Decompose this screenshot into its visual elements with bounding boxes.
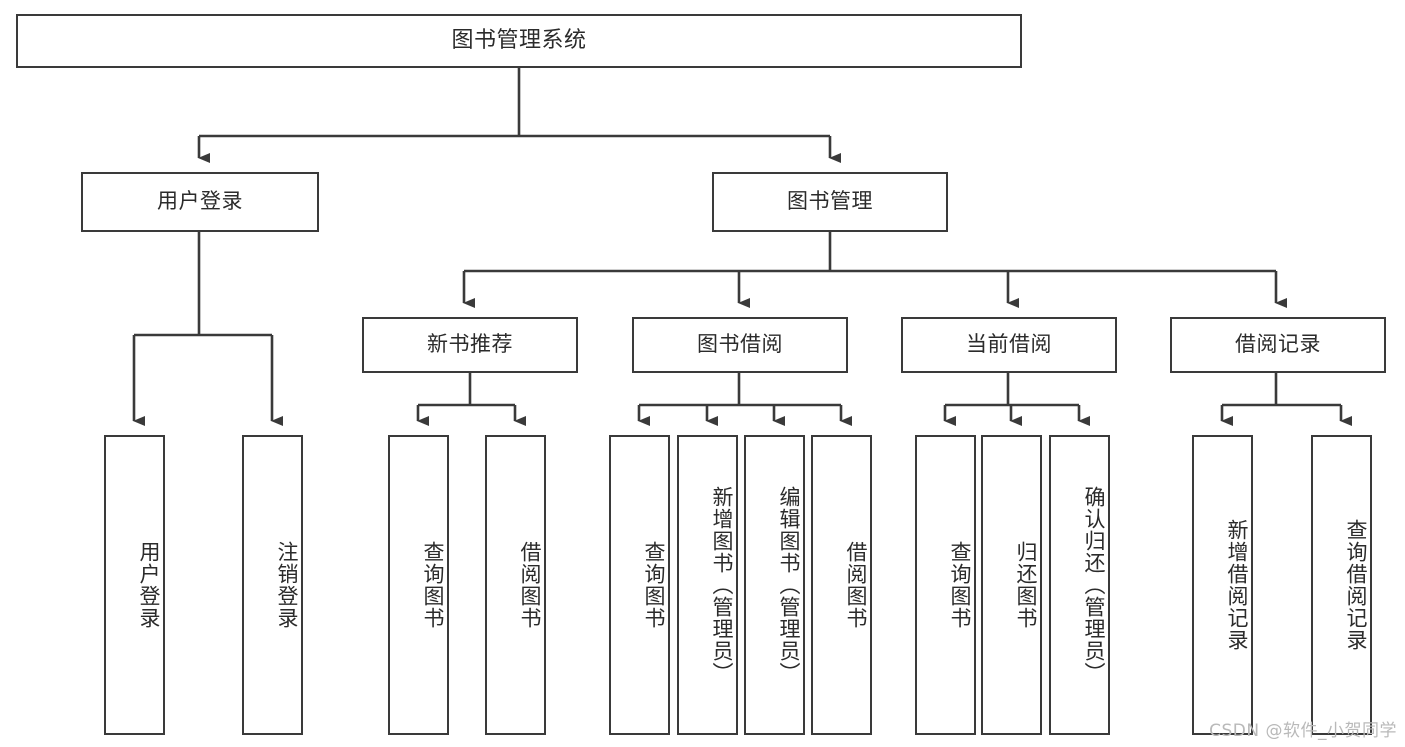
node-borrow-record[interactable]: 借阅记录 — [1170, 317, 1386, 373]
csdn-watermark: CSDN @软件_小贺同学 — [1209, 721, 1397, 741]
node-leaf-borrow-book-recommend[interactable]: 借阅图书 — [485, 435, 546, 735]
node-book-borrow[interactable]: 图书借阅 — [632, 317, 848, 373]
node-label: 用户登录 — [157, 189, 243, 214]
node-label: 注销登录 — [275, 541, 299, 629]
node-root[interactable]: 图书管理系统 — [16, 14, 1022, 68]
node-label: 借阅记录 — [1235, 332, 1321, 357]
node-leaf-query-book-borrow[interactable]: 查询图书 — [609, 435, 670, 735]
node-leaf-confirm-return[interactable]: 确认归还（管理员） — [1049, 435, 1110, 735]
node-label: 借阅图书 — [844, 541, 868, 629]
node-leaf-query-book-recommend[interactable]: 查询图书 — [388, 435, 449, 735]
node-current-borrow[interactable]: 当前借阅 — [901, 317, 1117, 373]
node-label: 查询图书 — [948, 541, 972, 629]
node-label: 当前借阅 — [966, 332, 1052, 357]
node-label: 图书管理系统 — [451, 27, 587, 53]
node-label: 查询图书 — [642, 541, 666, 629]
node-label: 借阅图书 — [518, 541, 542, 629]
node-leaf-borrow-book[interactable]: 借阅图书 — [811, 435, 872, 735]
node-leaf-query-record[interactable]: 查询借阅记录 — [1311, 435, 1372, 735]
node-label: 新增借阅记录 — [1225, 519, 1249, 651]
node-leaf-add-record[interactable]: 新增借阅记录 — [1192, 435, 1253, 735]
node-leaf-add-book[interactable]: 新增图书（管理员） — [677, 435, 738, 735]
node-leaf-query-book-current[interactable]: 查询图书 — [915, 435, 976, 735]
node-label: 图书管理 — [787, 189, 873, 214]
node-label: 编辑图书（管理员） — [777, 486, 801, 684]
node-label: 确认归还（管理员） — [1082, 486, 1106, 684]
node-label: 归还图书 — [1014, 541, 1038, 629]
node-new-book-recommend[interactable]: 新书推荐 — [362, 317, 578, 373]
node-label: 新书推荐 — [427, 332, 513, 357]
node-label: 查询图书 — [421, 541, 445, 629]
node-leaf-user-login[interactable]: 用户登录 — [104, 435, 165, 735]
node-book-manage[interactable]: 图书管理 — [712, 172, 948, 232]
node-user-login[interactable]: 用户登录 — [81, 172, 319, 232]
node-label: 查询借阅记录 — [1344, 519, 1368, 651]
node-leaf-return-book[interactable]: 归还图书 — [981, 435, 1042, 735]
node-leaf-logout[interactable]: 注销登录 — [242, 435, 303, 735]
node-label: 图书借阅 — [697, 332, 783, 357]
node-label: 新增图书（管理员） — [710, 486, 734, 684]
node-leaf-edit-book[interactable]: 编辑图书（管理员） — [744, 435, 805, 735]
node-label: 用户登录 — [137, 541, 161, 629]
